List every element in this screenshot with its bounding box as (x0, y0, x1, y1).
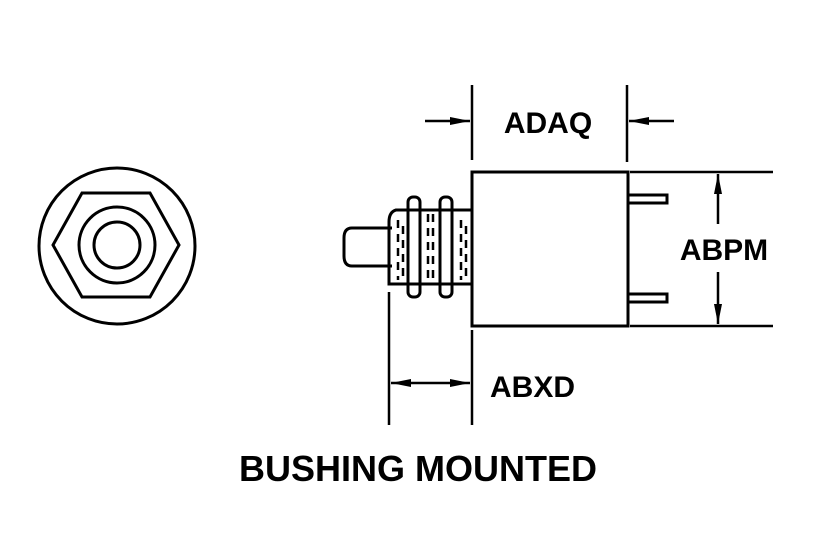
terminal-bottom (628, 292, 669, 304)
flange-left (406, 195, 422, 299)
dimension-label-abpm: ABPM (680, 234, 768, 267)
switch-body (470, 170, 630, 328)
plunger (342, 226, 392, 268)
front-view (37, 166, 197, 326)
thread-marks (396, 214, 468, 282)
bushing-body (387, 208, 472, 286)
side-view (342, 170, 669, 328)
terminal-top (628, 193, 669, 205)
actuator-circle (92, 220, 142, 270)
outer-circle (37, 166, 197, 326)
hex-nut (51, 191, 181, 299)
flange-right (438, 195, 454, 299)
dimension-label-abxd: ABXD (490, 371, 575, 404)
diagram-title: BUSHING MOUNTED (239, 448, 597, 489)
bushing-ring (77, 205, 157, 285)
dimension-label-adaq: ADAQ (504, 107, 592, 140)
dimension-lines (387, 85, 773, 425)
